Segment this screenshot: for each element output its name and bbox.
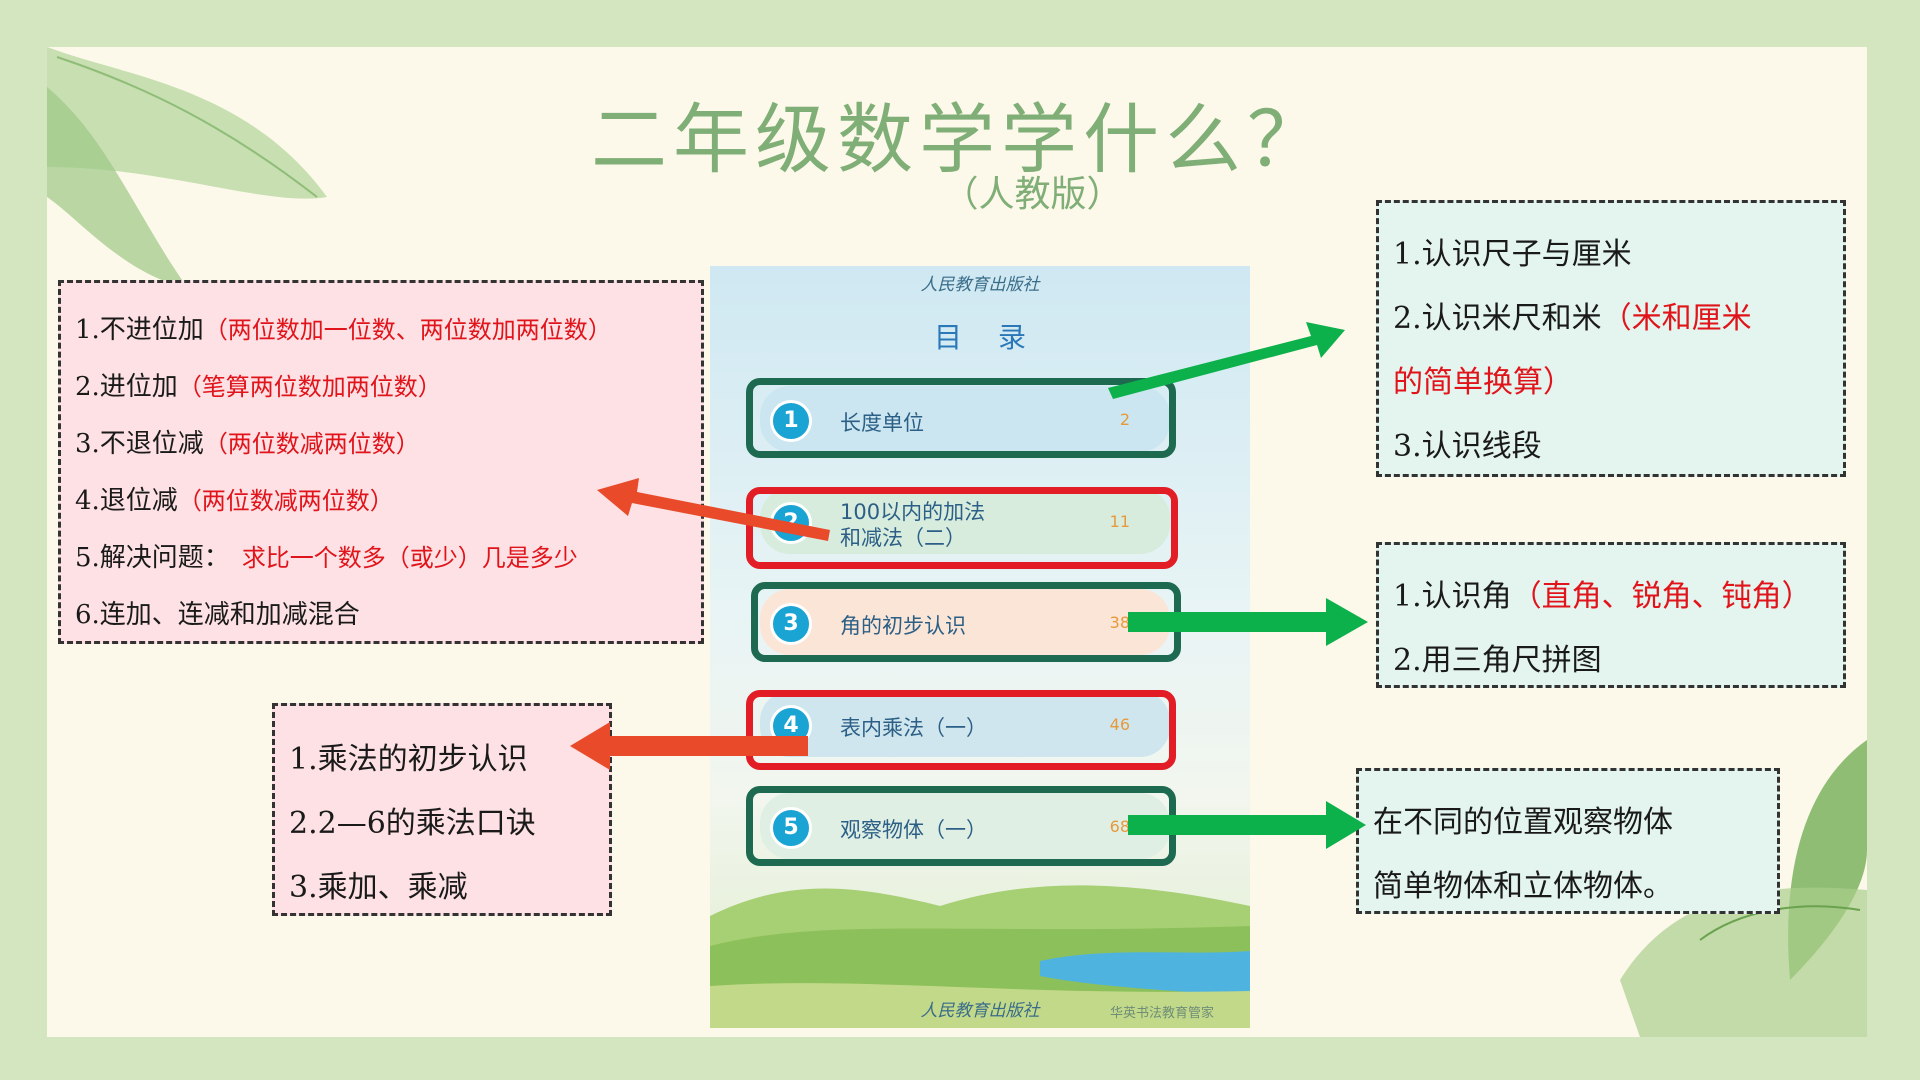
arrow-left-icon xyxy=(570,722,808,770)
leaf-decoration-bottom-right xyxy=(1620,740,1867,1037)
list-item: 4.退位减（两位数减两位数） xyxy=(75,486,394,516)
chapter-item: 1 长度单位 2 xyxy=(760,386,1170,452)
chapter-item: 2 100以内的加法 和减法（二） 11 xyxy=(760,488,1170,554)
list-item: 1.乘法的初步认识 xyxy=(289,742,528,777)
list-item: 2.认识米尺和米（米和厘米 xyxy=(1393,301,1752,336)
arrow-right-icon xyxy=(1128,801,1366,849)
list-item: 的简单换算） xyxy=(1393,365,1573,400)
page-subtitle: （人教版） xyxy=(942,174,1123,215)
list-item: 5.解决问题：求比一个数多（或少）几是多少 xyxy=(75,543,578,573)
list-item: 1.认识角（直角、锐角、钝角） xyxy=(1393,579,1812,614)
angles-box: 1.认识角（直角、锐角、钝角） 2.用三角尺拼图 xyxy=(1376,542,1846,688)
leaf-decoration-top-left xyxy=(47,47,327,287)
chapter-item: 4 表内乘法（一） 46 xyxy=(760,691,1170,757)
list-item: 2.2—6的乘法口诀 xyxy=(289,806,536,841)
chapter-item: 5 观察物体（一） 68 xyxy=(760,793,1170,859)
length-units-box: 1.认识尺子与厘米 2.认识米尺和米（米和厘米 的简单换算） 3.认识线段 xyxy=(1376,200,1846,477)
list-item: 1.不进位加（两位数加一位数、两位数加两位数） xyxy=(75,315,612,345)
publisher-logo: 人民教育出版社 xyxy=(920,275,1040,295)
chapter-2-highlight-frame xyxy=(746,487,1178,569)
list-item: 3.乘加、乘减 xyxy=(289,870,468,905)
arrow-right-icon xyxy=(1128,598,1368,646)
list-item: 3.认识线段 xyxy=(1393,429,1542,464)
list-item: 简单物体和立体物体。 xyxy=(1373,869,1673,904)
arrow-left-icon xyxy=(597,478,830,541)
toc-heading: 目录 xyxy=(933,321,1062,354)
observing-objects-box: 在不同的位置观察物体 简单物体和立体物体。 xyxy=(1356,768,1780,914)
landscape-illustration xyxy=(710,885,1250,1028)
page-title: 二年级数学学什么？ xyxy=(591,95,1329,184)
list-item: 2.进位加（笔算两位数加两位数） xyxy=(75,372,442,402)
list-item: 1.认识尺子与厘米 xyxy=(1393,237,1632,272)
chapter-item: 3 角的初步认识 38 xyxy=(760,589,1170,655)
textbook-toc-image: 人民教育出版社 目录 1 长度单位 2 2 100以内的加法 和减法（二） 11… xyxy=(710,266,1250,1028)
addition-subtraction-box: 1.不进位加（两位数加一位数、两位数加两位数） 2.进位加（笔算两位数加两位数）… xyxy=(58,280,704,644)
publisher-logo: 人民教育出版社 xyxy=(920,1001,1040,1021)
list-item: 在不同的位置观察物体 xyxy=(1373,805,1673,840)
chapter-4-highlight-frame xyxy=(746,690,1176,770)
list-item: 6.连加、连减和加减混合 xyxy=(75,600,360,630)
multiplication-box: 1.乘法的初步认识 2.2—6的乘法口诀 3.乘加、乘减 xyxy=(272,703,612,916)
chapter-1-highlight-frame xyxy=(746,378,1176,458)
list-item: 2.用三角尺拼图 xyxy=(1393,643,1602,678)
list-item: 3.不退位减（两位数减两位数） xyxy=(75,429,420,459)
watermark-text: 华英书法教育管家 xyxy=(1110,1006,1215,1021)
arrow-right-icon xyxy=(1108,322,1345,399)
